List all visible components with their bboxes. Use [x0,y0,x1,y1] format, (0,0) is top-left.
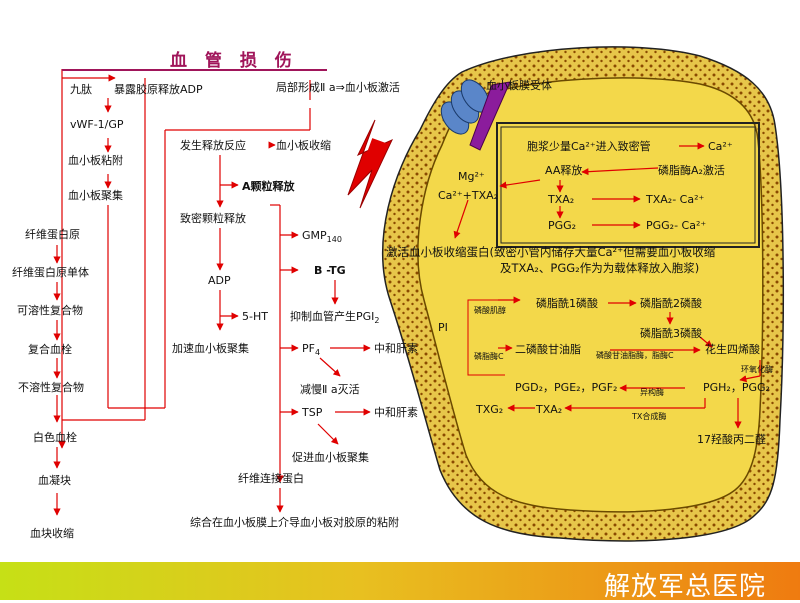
label-vwf: vWF-1/GP [70,118,124,131]
label-insoluble-complex: 不溶性复合物 [18,381,84,394]
label-soluble-complex: 可溶性复合物 [17,304,83,317]
label-contractile-2: 及TXA₂、PGG₂作为为载体释放入胞浆) [500,261,700,275]
label-platelet-contract: 血小板收缩 [276,139,331,152]
label-calcium-in: 胞浆少量Ca²⁺进入致密管 [527,140,651,153]
footer-bar [0,562,800,600]
label-arachidonic: 花生四烯酸 [705,343,760,356]
label-pf4: PF4 [302,342,321,358]
label-5ht: 5-HT [242,310,268,323]
label-btg: B -TG [314,264,346,277]
label-contractile: 激活血小板收缩蛋白(致密小管内储存大量Ca²⁺但需要血小板收缩 [386,245,716,259]
label-fibronectin: 纤维连接蛋白 [238,472,304,485]
label-pgh: PGH₂，PGG₂ [703,381,770,394]
label-dag-lipase: 磷酸甘油脂酶，脂酶C [596,351,674,360]
label-mg: Mg²⁺ [458,170,485,183]
label-tx-synthase: TX合成酶 [632,412,667,421]
label-adhesion: 血小板粘附 [68,154,123,167]
label-slow-iia: 减慢Ⅱ a灭活 [300,383,360,396]
label-gmp: GMP140 [302,229,342,245]
label-local-formation: 局部形成Ⅱ a⇒血小板激活 [276,81,400,94]
label-white-thrombus: 白色血栓 [33,431,77,444]
label-clot-retraction: 血块收缩 [30,527,74,540]
label-fibrin-monomer: 纤维蛋白原单体 [12,266,89,279]
label-summary: 综合在血小板膜上介导血小板对胶原的粘附 [190,516,399,529]
label-kinase: 磷酸肌醇 [474,306,506,315]
label-fibrinogen: 纤维蛋白原 [25,228,80,241]
label-a-granule: A颗粒释放 [242,180,295,193]
label-jiutai: 九肽 [70,83,92,96]
label-ca: Ca²⁺ [708,140,733,153]
label-pla2: 磷脂酶A₂激活 [658,164,725,177]
label-adp: ADP [208,274,231,287]
label-hht: 17羟酸丙二醛 [697,433,766,446]
label-tsp: TSP [302,406,323,419]
label-plc: 磷脂酶C [474,352,504,361]
label-cyclooxygenase: 环氧化酶 [741,365,773,374]
label-txa2-ca: TXA₂- Ca²⁺ [646,193,705,206]
label-ca-txa: Ca²⁺+TXA₂ [438,189,499,202]
label-pgg2-ca: PGG₂- Ca²⁺ [646,219,707,232]
label-aggregation: 血小板聚集 [68,189,123,202]
label-complex-clot: 复合血栓 [28,343,72,356]
label-txa2-b: TXA₂ [536,403,563,416]
label-txg: TXG₂ [476,403,504,416]
label-pi: PI [438,321,448,334]
label-pip1: 磷脂酰1磷酸 [536,297,598,310]
label-receptor: 血小板膜受体 [486,79,552,92]
label-txa2: TXA₂ [548,193,575,206]
label-pgg2: PGG₂ [548,219,577,232]
label-aa-release: AA释放 [545,164,583,177]
label-promote-aggregation: 促进血小板聚集 [292,451,369,464]
label-inhibit-pgi: 抑制血管产生PGI2 [290,310,380,326]
title-underline [62,69,327,71]
diagram-title: 血 管 损 伤 [170,51,298,71]
label-clot: 血凝块 [38,474,71,487]
label-release-reaction: 发生释放反应 [180,139,246,152]
label-pip2: 磷脂酰2磷酸 [640,297,702,310]
label-pgd: PGD₂，PGE₂，PGF₂ [515,381,618,394]
label-pip3: 磷脂酰3磷酸 [640,327,702,340]
label-isomerase: 异构酶 [640,388,664,397]
label-neutral-heparin-2: 中和肝素 [374,406,418,419]
label-collagen: 暴露胶原释放ADP [114,83,203,96]
label-dense-granule: 致密颗粒释放 [180,212,246,225]
footer-hospital-name: 解放军总医院 [603,572,766,602]
label-accelerate: 加速血小板聚集 [172,342,249,355]
label-neutral-heparin-1: 中和肝素 [374,342,418,355]
label-dag: 二磷酸甘油脂 [515,343,581,356]
